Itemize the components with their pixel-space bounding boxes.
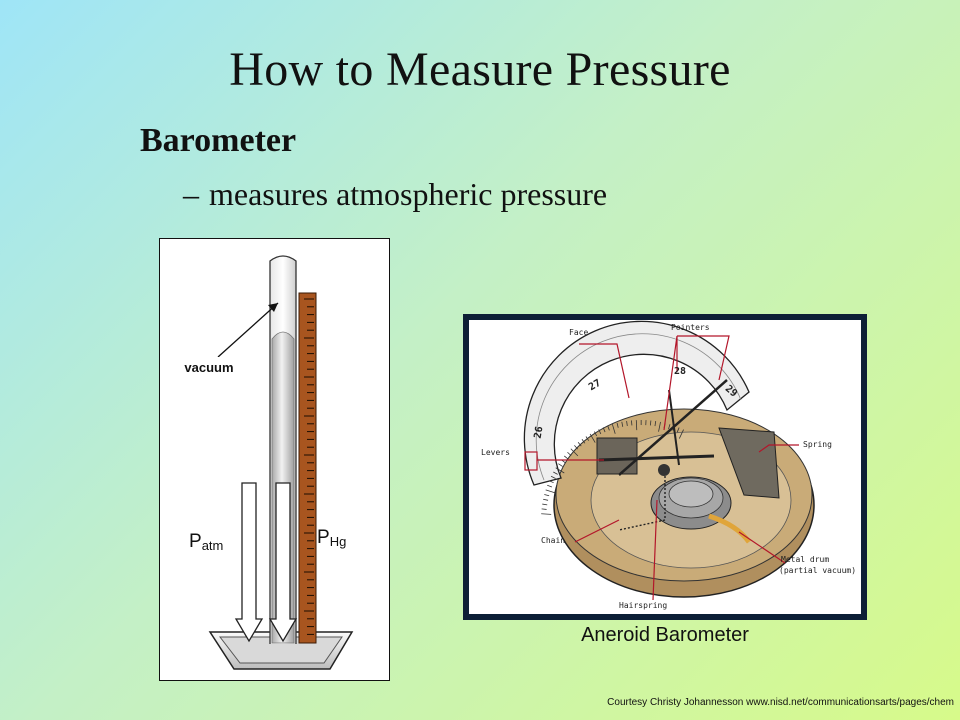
p-hg-label: PHg bbox=[317, 527, 346, 549]
dial-tick bbox=[668, 424, 671, 430]
lever-bar bbox=[598, 454, 715, 462]
drum-spring-gold bbox=[708, 513, 752, 544]
label-hairspring: Hairspring bbox=[619, 601, 668, 610]
p-atm-sub: atm bbox=[201, 538, 224, 553]
dial-number-26: 26 bbox=[532, 425, 546, 440]
dial-tick bbox=[676, 427, 680, 433]
dial-tick bbox=[541, 508, 547, 510]
dial-tick bbox=[545, 489, 556, 494]
dial-tick bbox=[581, 439, 586, 444]
vacuum-pointer-arrowhead bbox=[268, 303, 278, 312]
measurement-scale bbox=[298, 292, 317, 644]
p-atm-arrow bbox=[234, 482, 264, 643]
dial-ticks bbox=[541, 419, 684, 515]
dial-tick bbox=[589, 433, 596, 443]
dial-tick bbox=[577, 442, 582, 447]
dial-tick bbox=[626, 420, 628, 427]
dial-tick bbox=[543, 498, 549, 501]
callout-lines bbox=[524, 335, 799, 601]
p-atm-main: P bbox=[189, 531, 202, 552]
dial-tick bbox=[678, 429, 684, 439]
vacuum-pointer-line bbox=[217, 302, 279, 358]
dial-tick bbox=[547, 484, 553, 488]
label-face: Face bbox=[569, 328, 589, 337]
dial-tick bbox=[598, 429, 602, 435]
dial-tick bbox=[550, 475, 556, 479]
dial-tick bbox=[558, 463, 563, 467]
dial-tick bbox=[607, 425, 610, 431]
mercury-barometer-panel: vacuum Patm PHg bbox=[159, 238, 390, 681]
dial-tick bbox=[544, 494, 550, 497]
bullet-point: –measures atmospheric pressure bbox=[183, 176, 607, 213]
credit-text: Courtesy Christy Johannesson www.nisd.ne… bbox=[607, 697, 954, 708]
dial-tick bbox=[563, 455, 569, 460]
dial-tick bbox=[602, 427, 606, 433]
dial-tick bbox=[616, 422, 619, 428]
pointer-needle-2 bbox=[668, 389, 680, 466]
slide-subtitle: Barometer bbox=[140, 122, 297, 159]
dial-tick bbox=[548, 480, 554, 484]
dial-face bbox=[523, 320, 750, 486]
dial-tick bbox=[542, 503, 548, 506]
dial-tick bbox=[593, 431, 598, 437]
slide-title: How to Measure Pressure bbox=[229, 43, 731, 96]
label-partial-vacuum: (partial vacuum) bbox=[779, 566, 857, 575]
dial-tick bbox=[541, 513, 552, 515]
scale-ticks bbox=[304, 298, 314, 635]
bullet-text: measures atmospheric pressure bbox=[209, 176, 608, 212]
dial-tick bbox=[574, 445, 579, 450]
vacuum-label: vacuum bbox=[170, 357, 248, 379]
aneroid-barometer-frame: Face Pointers Levers Spring Chain Metal … bbox=[463, 314, 867, 620]
label-levers: Levers bbox=[481, 448, 510, 457]
label-metal-drum: Metal drum bbox=[781, 555, 830, 564]
dial-tick bbox=[658, 421, 661, 432]
dial-tick bbox=[570, 448, 579, 457]
dial-tick bbox=[611, 424, 616, 434]
dial-tick bbox=[621, 421, 624, 427]
lever-housing bbox=[596, 437, 638, 475]
dial-tick bbox=[555, 467, 565, 474]
spring-block bbox=[718, 427, 780, 499]
chain bbox=[618, 476, 666, 531]
label-chain: Chain bbox=[541, 536, 566, 545]
aneroid-barometer-drawing bbox=[523, 320, 815, 601]
label-spring: Spring bbox=[803, 440, 832, 449]
p-hg-main: P bbox=[317, 527, 330, 548]
aneroid-caption: Aneroid Barometer bbox=[581, 624, 749, 646]
p-hg-sub: Hg bbox=[329, 534, 347, 549]
p-atm-label: Patm bbox=[189, 531, 223, 553]
dial-tick bbox=[553, 471, 558, 475]
p-hg-arrow bbox=[268, 482, 298, 643]
bullet-dash: – bbox=[183, 176, 199, 212]
pointer-pivot bbox=[658, 464, 670, 476]
dial-tick bbox=[567, 451, 572, 456]
dial-number-28: 28 bbox=[674, 366, 687, 377]
label-pointers: Pointers bbox=[671, 323, 710, 332]
dial-tick bbox=[585, 436, 590, 441]
dial-tick bbox=[654, 421, 657, 427]
aneroid-barometer-image: Face Pointers Levers Spring Chain Metal … bbox=[469, 320, 861, 614]
mercury-barometer-drawing bbox=[208, 255, 354, 670]
